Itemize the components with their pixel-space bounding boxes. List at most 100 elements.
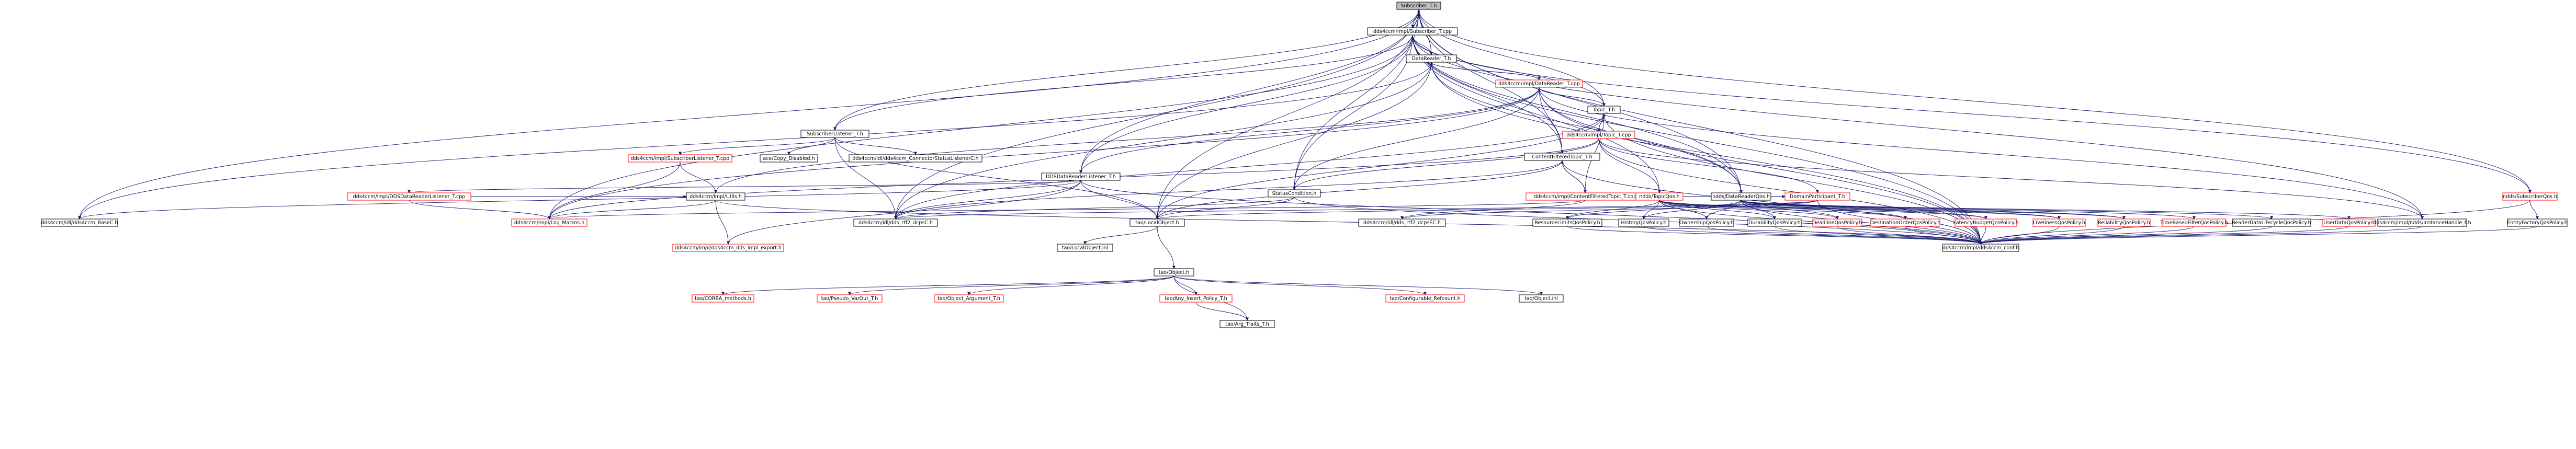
edge-ndds_datareaderqos-to-ownershipqos xyxy=(1704,200,1742,220)
node-box-subscriber_t_cpp xyxy=(1367,27,1458,36)
node-label-deadlineqos: DeadlineQosPolicy.h xyxy=(1812,220,1862,226)
edge-subscriber_t_h-to-contentfilteredtopic_t_h xyxy=(1418,9,1564,154)
node-durabilityqos[interactable]: DurabilityQosPolicy.h xyxy=(1747,218,1802,227)
node-datareader_t_cpp[interactable]: dds4ccm/impl/DataReader_T.cpp xyxy=(1495,79,1583,88)
node-dds4ccm_conf_h[interactable]: dds4ccm/impl/dds4ccm_conf.h xyxy=(1942,244,2019,252)
node-label-instancehandle_t_h: dds4ccm/impl/ndds/InstanceHandle_t.h xyxy=(2373,220,2471,226)
nodes-layer: Subscriber_T.h dds4ccm/impl/Subscriber_T.… xyxy=(41,2,2568,328)
node-latencybudgetqos[interactable]: LatencyBudgetQosPolicy.h xyxy=(1953,218,2019,227)
node-label-ownershipqos: OwnershipQosPolicy.h xyxy=(1679,220,1734,226)
node-box-durabilityqos xyxy=(1747,218,1802,227)
node-livelinessqos[interactable]: LivelinessQosPolicy.h xyxy=(2032,218,2086,227)
edge-timebasedfilterqos-to-dds4ccm_conf_h xyxy=(1979,226,2195,245)
node-ndds_topicqos[interactable]: ndds/TopicQos.h xyxy=(1635,192,1684,201)
node-label-statuscondition_h: StatusCondition.h xyxy=(1272,191,1317,197)
node-tao_localobject_h[interactable]: tao/LocalObject.h xyxy=(1129,218,1185,227)
edge-ddsdatareaderlistener_t_h-to-dds4ccm_dds_impl_export xyxy=(726,180,1081,245)
edge-entityfactoryqos-to-dds4ccm_conf_h xyxy=(1979,226,2538,245)
node-tao_localobject_inl[interactable]: tao/LocalObject.inl xyxy=(1057,244,1113,252)
node-ddsdatareaderlistener_t_h[interactable]: DDSDataReaderListener_T.h xyxy=(1041,172,1121,181)
edge-datareader_t_cpp-to-log_macros_h xyxy=(547,87,1540,220)
node-entityfactoryqos[interactable]: EntityFactoryQosPolicy.h xyxy=(2507,218,2568,227)
edge-subscriberlistener_t_cpp-to-log_macros_h xyxy=(547,162,681,220)
node-topic_t_h[interactable]: Topic_T.h xyxy=(1587,106,1621,114)
node-destinationorderqos[interactable]: DestinationOrderQosPolicy.h xyxy=(1870,218,1941,227)
node-reliabilityqos[interactable]: ReliabilityQosPolicy.h xyxy=(2097,218,2151,227)
node-box-tao_object_h xyxy=(1154,268,1194,277)
node-readerdatalifecycleqos[interactable]: ReaderDataLifecycleQosPolicy.h xyxy=(2232,218,2311,227)
node-tao_arg_traits[interactable]: tao/Arg_Traits_T.h xyxy=(1219,320,1275,328)
node-dds_rtf2_dcpsec_h[interactable]: dds4ccm/idl/dds_rtf2_dcpsEC.h xyxy=(1358,218,1446,227)
node-box-datareader_t_cpp xyxy=(1495,79,1583,88)
node-tao_any_insert_policy[interactable]: tao/Any_Insert_Policy_T.h xyxy=(1159,294,1233,303)
node-contentfilteredtopic_t_cpp[interactable]: dds4ccm/impl/ContentFilteredTopic_T.cpp xyxy=(1526,192,1645,201)
node-resourcelimitsqos[interactable]: ResourceLimitsQosPolicy.h xyxy=(1532,218,1602,227)
node-box-tao_pseudo_varout xyxy=(817,294,883,303)
node-datareader_t_h[interactable]: DataReader_T.h xyxy=(1406,54,1457,63)
node-label-log_macros_h: dds4ccm/impl/Log_Macros.h xyxy=(514,220,584,226)
edge-tao_object_h-to-tao_pseudo_varout xyxy=(848,275,1174,295)
node-ddsdatareaderlistener_t_cpp[interactable]: dds4ccm/impl/DDSDataReaderListener_T.cpp xyxy=(347,192,471,201)
edge-utils_h-to-dds4ccm_dds_impl_export xyxy=(715,200,730,245)
edge-topic_t_cpp-to-ndds_topicqos xyxy=(1598,138,1662,193)
node-label-destinationorderqos: DestinationOrderQosPolicy.h xyxy=(1870,220,1941,226)
node-ownershipqos[interactable]: OwnershipQosPolicy.h xyxy=(1679,218,1734,227)
node-tao_object_argument[interactable]: tao/Object_Argument_T.h xyxy=(934,294,1004,303)
edge-ndds_topicqos-to-destinationorderqos xyxy=(1659,200,1907,220)
node-box-userdataqos xyxy=(2322,218,2376,227)
node-deadlineqos[interactable]: DeadlineQosPolicy.h xyxy=(1812,218,1862,227)
node-ace_copy_disabled[interactable]: ace/Copy_Disabled.h xyxy=(760,154,818,163)
node-subscriberlistener_t_cpp[interactable]: dds4ccm/impl/SubscriberListener_T.cpp xyxy=(628,154,732,163)
edge-ndds_datareaderqos-to-livelinessqos xyxy=(1741,200,2061,220)
edge-utils_h-to-dds4ccm_conf_h xyxy=(715,200,1982,245)
node-tao_object_inl[interactable]: tao/Object.inl xyxy=(1519,294,1564,303)
node-domainparticipant_t_h[interactable]: DomainParticipant_T.h xyxy=(1784,192,1850,201)
node-ndds_subscriberqos[interactable]: ndds/SubscriberQos.h xyxy=(2502,192,2558,201)
node-connector_status_listener_c[interactable]: dds4ccm/idl/dds4ccm_ConnectorStatusListe… xyxy=(849,154,982,163)
node-tao_corba_methods[interactable]: tao/CORBA_methods.h xyxy=(692,294,754,303)
node-userdataqos[interactable]: UserDataQosPolicy.h xyxy=(2322,218,2376,227)
node-dds_rtf2_dcpsc_h[interactable]: dds4ccm/idl/dds_rtf2_dcpsC.h xyxy=(853,218,938,227)
node-dds4ccm_dds_impl_export[interactable]: dds4ccm/impl/dds4ccm_dds_impl_export.h xyxy=(672,244,784,252)
node-tao_pseudo_varout[interactable]: tao/Pseudo_VarOut_T.h xyxy=(817,294,883,303)
edge-durabilityqos-to-dds4ccm_conf_h xyxy=(1774,226,1983,245)
edge-datareader_t_cpp-to-ddsdatareaderlistener_t_h xyxy=(1079,87,1540,174)
node-topic_t_cpp[interactable]: dds4ccm/impl/Topic_T.cpp xyxy=(1562,131,1635,139)
node-tao_object_h[interactable]: tao/Object.h xyxy=(1154,268,1194,277)
edge-subscriber_t_h-to-statuscondition_h xyxy=(1292,9,1419,190)
node-label-tao_arg_traits: tao/Arg_Traits_T.h xyxy=(1225,321,1269,327)
node-timebasedfilterqos[interactable]: TimeBasedFilterQosPolicy.h xyxy=(2160,218,2228,227)
edge-ndds_subscriberqos-to-entityfactoryqos xyxy=(2529,200,2539,220)
node-contentfilteredtopic_t_h[interactable]: ContentFilteredTopic_T.h xyxy=(1524,153,1600,161)
node-box-dds4ccm_dds_impl_export xyxy=(672,244,784,252)
node-label-resourcelimitsqos: ResourceLimitsQosPolicy.h xyxy=(1534,220,1600,226)
node-box-connector_status_listener_c xyxy=(849,154,982,163)
node-utils_h[interactable]: dds4ccm/impl/Utils.h xyxy=(686,192,745,201)
node-subscriber_t_cpp[interactable]: dds4ccm/impl/Subscriber_T.cpp xyxy=(1367,27,1458,36)
edge-subscriber_t_h-to-ddsdatareaderlistener_t_h xyxy=(1079,9,1419,174)
node-dds4ccm_base_c[interactable]: dds4ccm/idl/dds4ccm_BaseC.h xyxy=(41,218,118,227)
node-box-domainparticipant_t_h xyxy=(1784,192,1850,201)
node-box-tao_localobject_h xyxy=(1129,218,1185,227)
edge-topic_t_cpp-to-domainparticipant_t_h xyxy=(1598,138,1820,193)
node-statuscondition_h[interactable]: StatusCondition.h xyxy=(1268,189,1321,198)
node-label-contentfilteredtopic_t_cpp: dds4ccm/impl/ContentFilteredTopic_T.cpp xyxy=(1534,194,1636,200)
edge-tao_object_h-to-tao_object_argument xyxy=(967,275,1174,295)
node-log_macros_h[interactable]: dds4ccm/impl/Log_Macros.h xyxy=(511,218,587,227)
edge-subscriber_t_cpp-to-ndds_datareaderqos xyxy=(1412,34,1743,193)
edge-ddsdatareaderlistener_t_h-to-ddsdatareaderlistener_t_cpp xyxy=(408,180,1081,193)
edge-topic_t_cpp-to-instancehandle_t_h xyxy=(1598,138,2424,220)
node-tao_configurable_refcount[interactable]: tao/Configurable_Refcount.h xyxy=(1385,294,1465,303)
node-subscriber_t_h[interactable]: Subscriber_T.h xyxy=(1396,2,1441,10)
edge-tao_object_h-to-tao_object_inl xyxy=(1173,275,1543,295)
node-box-dds_rtf2_dcpsc_h xyxy=(853,218,938,227)
node-box-ddsdatareaderlistener_t_cpp xyxy=(347,192,471,201)
node-subscriberlistener_t_h[interactable]: SubscriberListener_T.h xyxy=(800,130,869,138)
node-instancehandle_t_h[interactable]: dds4ccm/impl/ndds/InstanceHandle_t.h xyxy=(2373,218,2471,227)
edge-readerdatalifecycleqos-to-dds4ccm_conf_h xyxy=(1979,226,2272,245)
edge-subscriberlistener_t_h-to-subscriberlistener_t_cpp xyxy=(678,137,835,155)
node-label-latencybudgetqos: LatencyBudgetQosPolicy.h xyxy=(1953,220,2019,226)
node-historyqos[interactable]: HistoryQosPolicy.h xyxy=(1618,218,1669,227)
node-ndds_datareaderqos[interactable]: ndds/DataReaderQos.h xyxy=(1711,192,1771,201)
